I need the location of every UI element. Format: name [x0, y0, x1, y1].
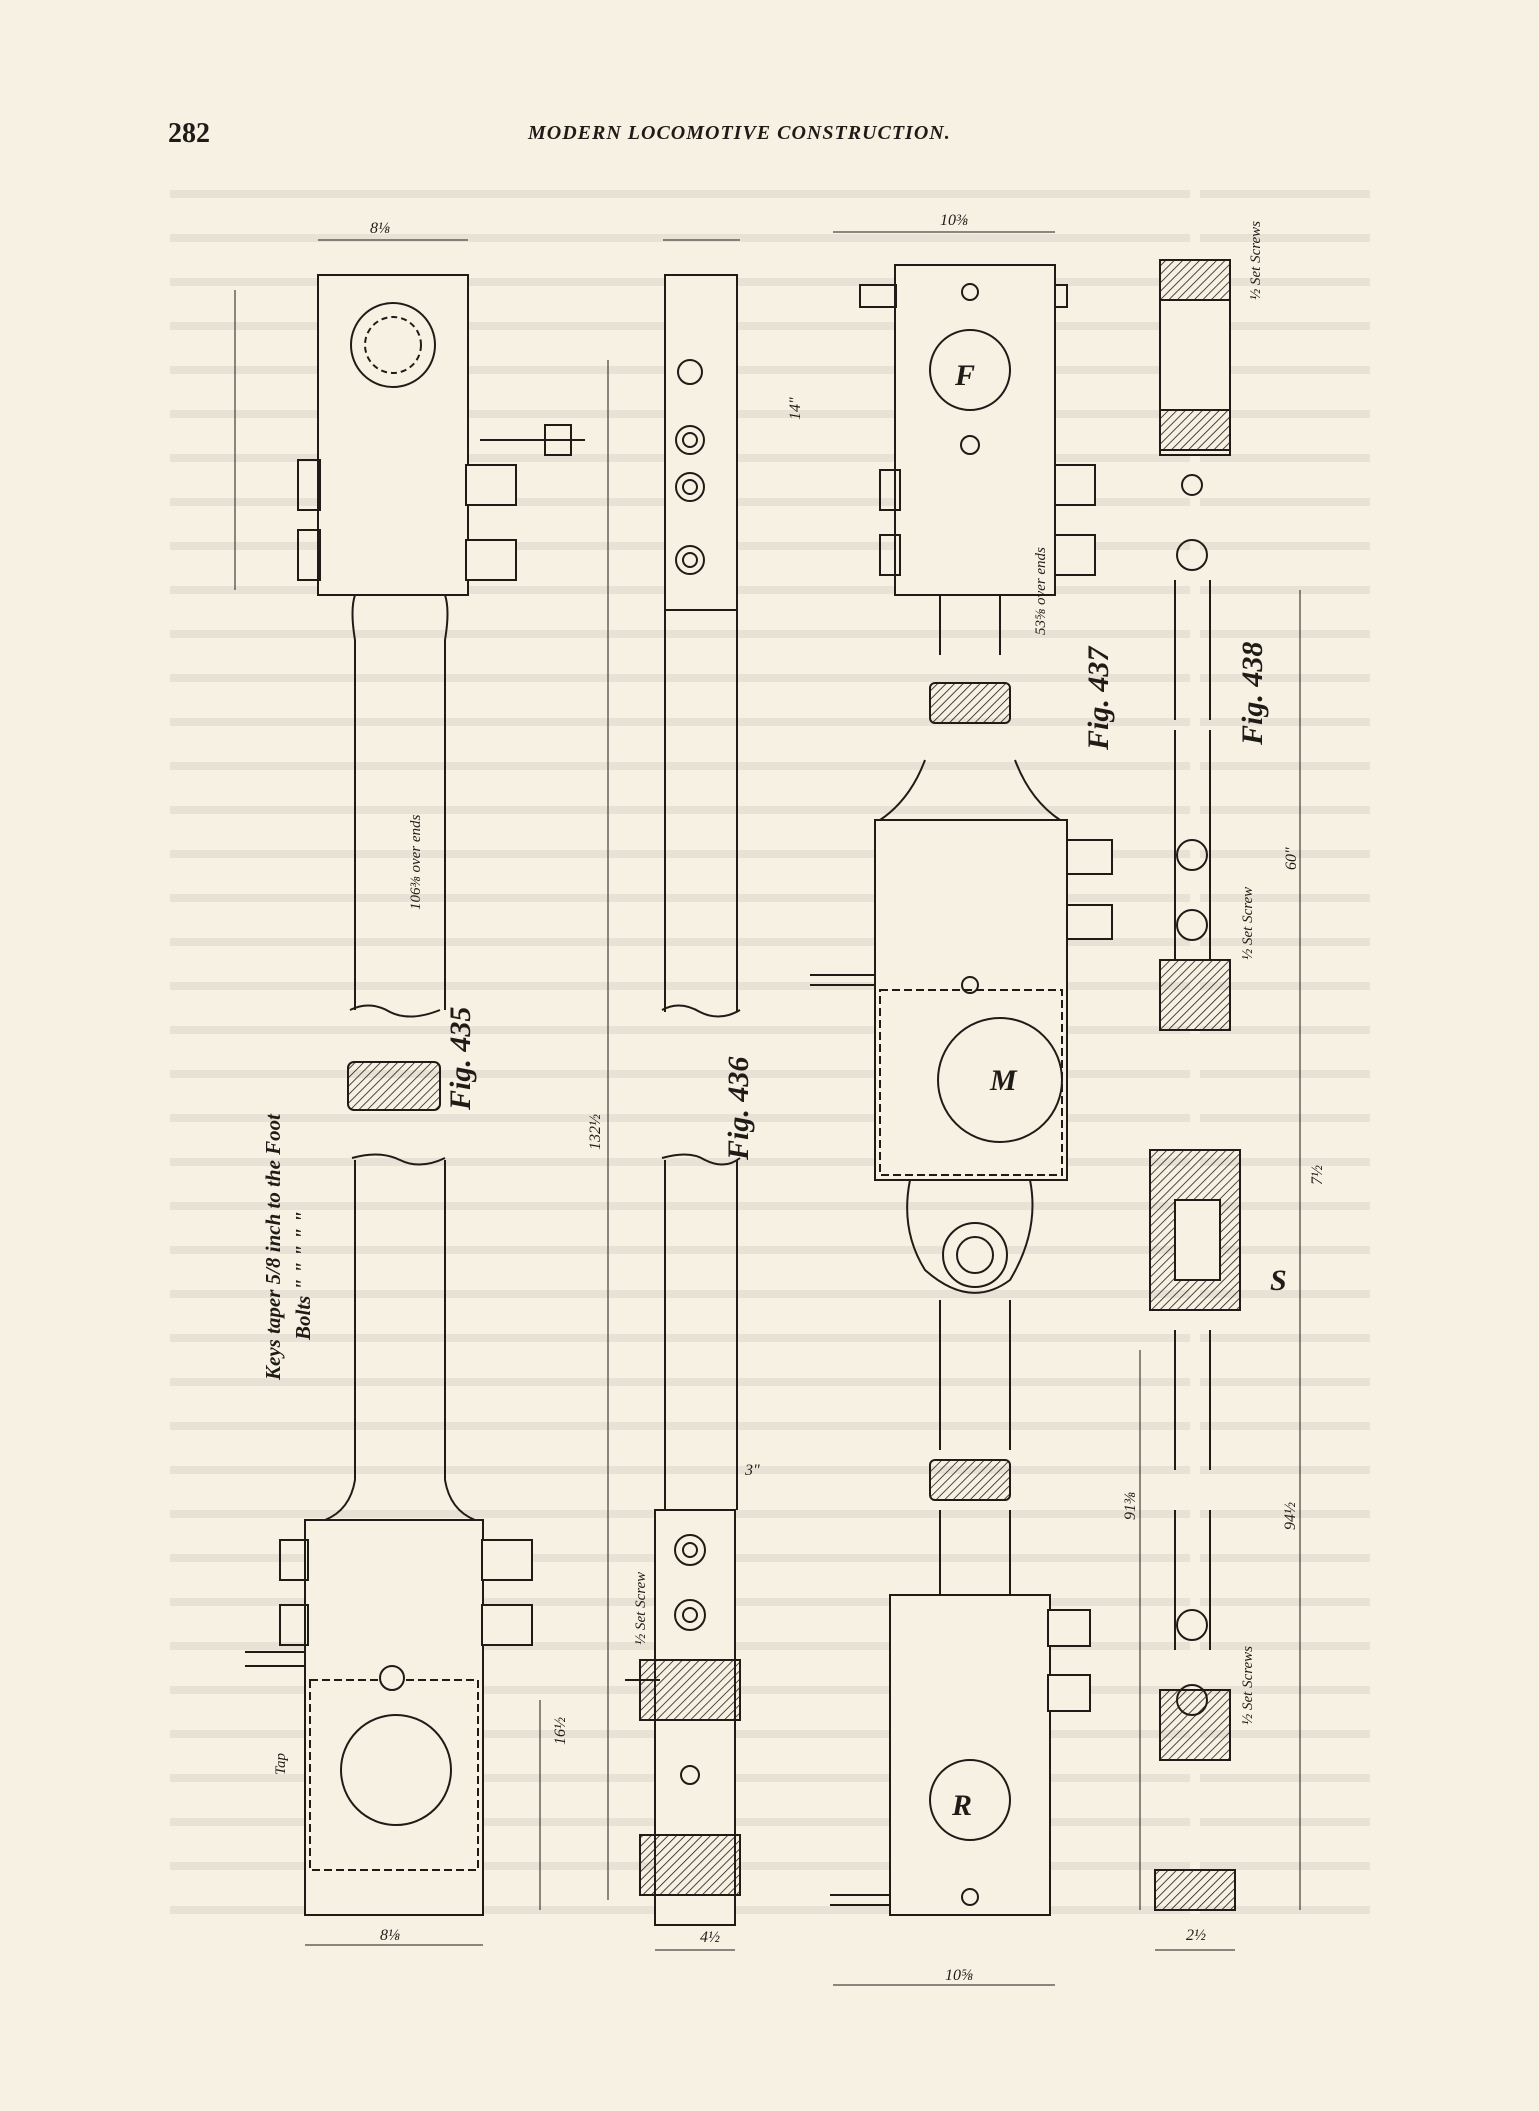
fig-438-drawing [1149, 259, 1301, 1951]
dim-10: 10⅜ [940, 212, 968, 229]
dim-8-top: 8⅛ [370, 220, 390, 237]
over-ends-label-437: 53⅝ over ends [1033, 547, 1049, 635]
page-number: 282 [168, 118, 210, 149]
dim-2: 2½ [1186, 1927, 1206, 1944]
fig-436-caption: Fig. 436 [722, 1057, 755, 1161]
part-letter-m: M [989, 1064, 1018, 1097]
fig-437-caption: Fig. 437 [1082, 646, 1115, 751]
dim-16: 16½ [552, 1717, 569, 1745]
set-screw-label-436: ½ Set Screw [633, 1572, 649, 1645]
dim-94: 94½ [1282, 1502, 1299, 1530]
dim-7: 7½ [1309, 1165, 1326, 1185]
dim-132: 132½ [587, 1114, 604, 1150]
dim-8-bottom: 8⅛ [380, 1927, 400, 1944]
dim-60: 60" [1283, 847, 1300, 870]
fig-435-caption: Fig. 435 [444, 1007, 477, 1111]
part-letter-s: S [1270, 1264, 1287, 1297]
set-screw-label-mid: ½ Set Screw [1240, 887, 1256, 960]
fig-436-drawing [625, 239, 741, 1951]
dim-14: 14" [787, 397, 804, 420]
page-header: 282 MODERN LOCOMOTIVE CONSTRUCTION. [168, 118, 1318, 158]
tap-label: Tap [273, 1753, 289, 1775]
over-ends-label-435: 106⅜ over ends [408, 814, 424, 910]
dim-10-bottom: 10⅝ [945, 1967, 973, 1984]
bolts-note: Bolts " " " " " [291, 1211, 315, 1341]
set-screws-label-low: ½ Set Screws [1240, 1646, 1256, 1725]
set-screws-label-top: ½ Set Screws [1248, 221, 1264, 300]
running-head: MODERN LOCOMOTIVE CONSTRUCTION. [528, 122, 951, 144]
fig-438-caption: Fig. 438 [1236, 642, 1269, 746]
part-letter-f: F [954, 359, 975, 392]
dim-3: 3" [744, 1462, 760, 1479]
dim-4: 4½ [700, 1929, 720, 1946]
dim-91: 91⅜ [1122, 1492, 1139, 1520]
part-letter-r: R [951, 1789, 972, 1822]
fig-435-drawing [234, 239, 609, 1946]
fig-437-drawing [810, 231, 1141, 1986]
keys-taper-note: Keys taper 5/8 inch to the Foot [261, 1113, 285, 1381]
